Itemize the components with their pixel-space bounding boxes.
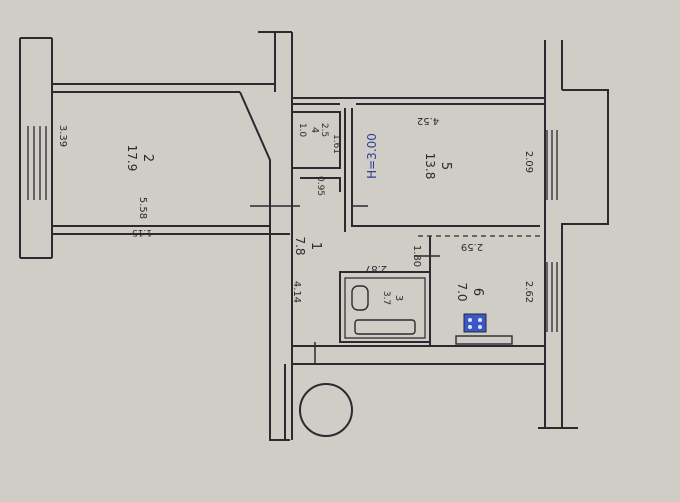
- dimension-labels: 3.39 5.58 4.52 2.09 2.62 4.14 2.59 1.80 …: [57, 115, 534, 303]
- room-number-3: 3: [393, 295, 404, 301]
- wall-room2-bottom: [52, 225, 290, 235]
- room-labels: 2 17.9 5 13.8 1 7.8 6 7.0 3 3.7 4 1.0: [125, 123, 485, 305]
- wall-right-outer: [561, 40, 609, 428]
- dim-339: 3.39: [57, 125, 68, 147]
- wall-room4-lower: [300, 177, 341, 192]
- wall-bottom: [292, 345, 545, 365]
- room-number-1: 1: [308, 242, 323, 250]
- dim-452: 4.52: [417, 115, 439, 126]
- dim-115: 1.15: [132, 227, 152, 237]
- wall-room4: [292, 111, 341, 169]
- dim-95: 0.95: [315, 176, 325, 196]
- room-number-2: 2: [140, 154, 155, 162]
- dim-209: 2.09: [523, 151, 534, 173]
- stove-icon: [463, 313, 487, 333]
- dim-259: 2.59: [461, 241, 483, 252]
- door-marks: [250, 205, 440, 364]
- dim-262: 2.62: [523, 281, 534, 303]
- dim-180: 1.80: [411, 245, 422, 267]
- dim-558: 5.58: [137, 197, 148, 219]
- room-number-5: 5: [438, 162, 453, 170]
- wall-central-top: [258, 31, 293, 440]
- room-area-2: 17.9: [125, 145, 139, 172]
- ceiling-height-label: H=3.00: [365, 133, 379, 179]
- room-area-6: 7.0: [455, 282, 469, 301]
- ventilation-shaft-icon: [299, 383, 353, 437]
- dim-287: 2.87: [365, 263, 387, 274]
- window-right-bottom: [546, 262, 558, 332]
- window-right-top: [546, 130, 558, 200]
- room-area-1: 7.8: [293, 236, 307, 255]
- wall-room3-inner: [344, 277, 426, 339]
- walls: [19, 31, 609, 441]
- room-area-4: 1.0: [297, 123, 307, 138]
- dim-25: 2.5: [319, 123, 329, 137]
- dim-161: 1.61: [331, 134, 341, 154]
- fixtures: [351, 285, 513, 345]
- wall-central-left: [269, 228, 290, 441]
- bathtub-icon: [354, 319, 416, 335]
- counter-icon: [455, 335, 513, 345]
- dim-414: 4.14: [291, 281, 302, 303]
- room-area-3: 3.7: [381, 291, 391, 305]
- room-number-4: 4: [309, 127, 320, 133]
- room-number-6: 6: [470, 288, 485, 296]
- window-left: [27, 126, 47, 200]
- toilet-icon: [351, 285, 369, 311]
- wall-room5-left-bottom: [351, 108, 540, 227]
- room-area-5: 13.8: [423, 153, 437, 180]
